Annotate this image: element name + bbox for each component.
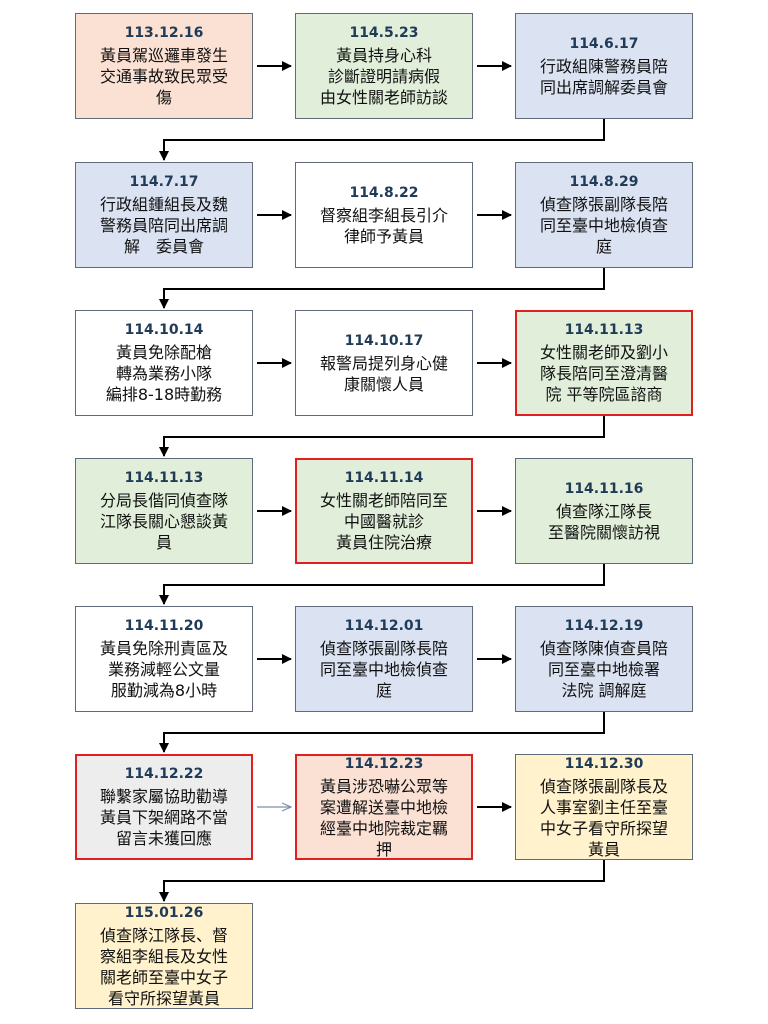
event-date: 114.11.16 [564,480,644,497]
event-date: 114.11.13 [564,322,644,338]
event-box: 113.12.16 黃員駕巡邏車發生 交通事故致民眾受 傷 [75,13,253,119]
event-box: 114.10.17 報警局提列身心健 康關懷人員 [295,310,473,416]
event-description: 黃員免除刑責區及 業務減輕公文量 服勤減為8小時 [99,639,228,700]
event-description: 偵查隊張副隊長陪 同至臺中地檢偵查 庭 [539,195,668,256]
event-description: 督察組李組長引介 律師予黃員 [319,205,448,246]
event-box: 114.11.16 偵查隊江隊長 至醫院關懷訪視 [515,458,693,564]
event-box: 114.11.20 黃員免除刑責區及 業務減輕公文量 服勤減為8小時 [75,606,253,712]
event-date: 114.12.23 [344,755,424,772]
event-description: 偵查隊江隊長 至醫院關懷訪視 [547,501,660,542]
event-date: 115.01.26 [124,904,204,921]
event-description: 黃員持身心科 診斷證明請病假 由女性關老師訪談 [319,46,448,107]
event-box: 114.12.30 偵查隊張副隊長及 人事室劉主任至臺 中女子看守所探望 黃員 [515,754,693,860]
event-box: 114.8.29 偵查隊張副隊長陪 同至臺中地檢偵查 庭 [515,162,693,268]
event-description: 行政組鍾組長及魏 警務員陪同出席調 解 委員會 [99,195,228,256]
event-date: 114.11.14 [344,470,424,486]
event-date: 114.11.13 [124,470,204,486]
event-date: 114.6.17 [569,35,639,52]
event-box: 114.12.01 偵查隊張副隊長陪 同至臺中地檢偵查 庭 [295,606,473,712]
event-date: 114.12.22 [124,766,204,782]
event-description: 報警局提列身心健 康關懷人員 [319,353,448,394]
event-box: 114.12.22 聯繫家屬協助勸導 黃員下架網路不當 留言未獲回應 [75,754,253,860]
row-return-arrow [159,268,605,309]
event-description: 聯繫家屬協助勸導 黃員下架網路不當 留言未獲回應 [99,787,228,848]
row-return-arrow [159,416,605,457]
event-box: 114.8.22 督察組李組長引介 律師予黃員 [295,162,473,268]
event-description: 偵查隊張副隊長陪 同至臺中地檢偵查 庭 [319,639,448,700]
event-description: 行政組陳警務員陪 同出席調解委員會 [539,56,668,97]
event-box: 114.11.14 女性關老師陪同至 中國醫就診 黃員住院治療 [295,458,473,564]
event-box: 114.5.23 黃員持身心科 診斷證明請病假 由女性關老師訪談 [295,13,473,119]
event-date: 114.7.17 [129,174,199,190]
row-return-arrow [159,119,605,161]
event-box: 114.12.23 黃員涉恐嚇公眾等 案遭解送臺中地檢 經臺中地院裁定羈 押 [295,754,473,860]
event-description: 偵查隊張副隊長及 人事室劉主任至臺 中女子看守所探望 黃員 [539,776,668,859]
event-box: 114.10.14 黃員免除配槍 轉為業務小隊 編排8-18時勤務 [75,310,253,416]
event-description: 女性關老師及劉小 隊長陪同至澄清醫 院 平等院區諮商 [539,343,668,404]
event-description: 偵查隊陳偵查員陪 同至臺中地檢署 法院 調解庭 [539,639,668,700]
event-date: 114.8.22 [349,184,419,201]
event-description: 偵查隊江隊長、督 察組李組長及女性 關老師至臺中女子 看守所探望黃員 [99,925,228,1008]
row-return-arrow [159,712,605,753]
event-description: 女性關老師陪同至 中國醫就診 黃員住院治療 [319,491,448,552]
event-box: 114.11.13 分局長偕同偵查隊 江隊長關心懇談黃 員 [75,458,253,564]
event-date: 114.10.14 [124,322,204,338]
row-return-arrow [159,564,605,605]
event-date: 114.11.20 [124,618,204,634]
event-description: 黃員駕巡邏車發生 交通事故致民眾受 傷 [99,46,228,107]
event-box: 115.01.26 偵查隊江隊長、督 察組李組長及女性 關老師至臺中女子 看守所探… [75,903,253,1009]
event-description: 分局長偕同偵查隊 江隊長關心懇談黃 員 [99,491,228,552]
event-date: 114.12.19 [564,618,644,634]
event-date: 114.8.29 [569,174,639,190]
event-date: 113.12.16 [124,25,204,41]
row-return-arrow [159,860,605,902]
event-date: 114.12.01 [344,618,424,634]
event-date: 114.10.17 [344,332,424,349]
event-box: 114.7.17 行政組鍾組長及魏 警務員陪同出席調 解 委員會 [75,162,253,268]
event-box: 114.6.17 行政組陳警務員陪 同出席調解委員會 [515,13,693,119]
event-date: 114.5.23 [349,25,419,41]
event-description: 黃員免除配槍 轉為業務小隊 編排8-18時勤務 [105,343,223,404]
event-date: 114.12.30 [564,755,644,772]
event-box: 114.11.13 女性關老師及劉小 隊長陪同至澄清醫 院 平等院區諮商 [515,310,693,416]
event-box: 114.12.19 偵查隊陳偵查員陪 同至臺中地檢署 法院 調解庭 [515,606,693,712]
event-description: 黃員涉恐嚇公眾等 案遭解送臺中地檢 經臺中地院裁定羈 押 [319,776,448,859]
